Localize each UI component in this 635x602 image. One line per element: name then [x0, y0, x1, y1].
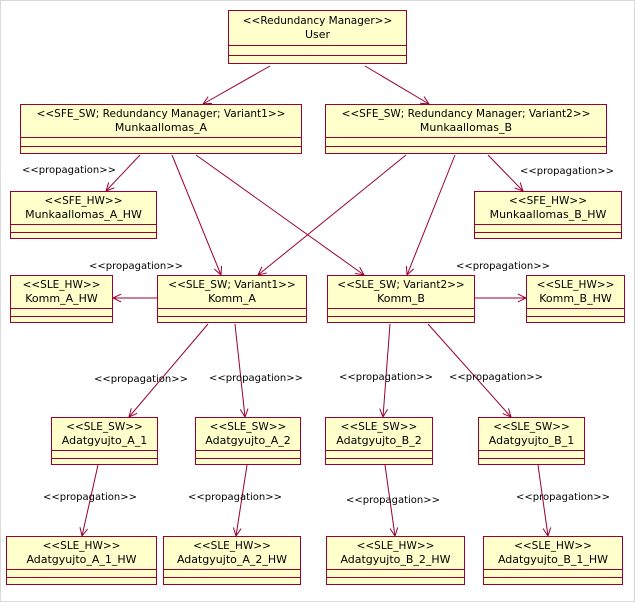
class-komm-a-hw[interactable]: <<SLE_HW>> Komm_A_HW [10, 275, 113, 323]
stereotype-label: <<SLE_HW>> [356, 540, 435, 552]
class-name: Adatgyujto_B_2 [336, 434, 422, 447]
class-user[interactable]: <<Redundancy Manager>> User [228, 10, 407, 64]
class-name: Adatgyujto_A_2_HW [176, 553, 288, 566]
class-name: User [304, 28, 331, 41]
edges-layer [79, 65, 552, 538]
stereotype-label: <<SLE_HW>> [536, 279, 615, 291]
dependency-arrow-komm-a-to-adat-a2 [234, 323, 249, 419]
class-komm-a[interactable]: <<SLE_SW; Variant1>> Komm_A [157, 275, 307, 323]
stereotype-label: <<SFE_HW>> [508, 195, 588, 207]
class-adatgyujto-b-1[interactable]: <<SLE_SW>> Adatgyujto_B_1 [478, 417, 585, 465]
class-name: Komm_B [377, 292, 425, 305]
class-komm-b[interactable]: <<SLE_SW; Variant2>> Komm_B [327, 275, 475, 323]
stereotype-label: <<SFE_SW; Redundancy Manager; Variant2>> [341, 108, 591, 120]
stereotype-label: <<SLE_HW>> [193, 540, 271, 552]
class-name: Adatgyujto_A_1 [61, 434, 148, 447]
stereotype-label: <<Redundancy Manager>> [242, 15, 393, 27]
dependency-arrow-komm-b-to-komm-b-hw [475, 293, 528, 303]
class-adatgyujto-b-2-hw[interactable]: <<SLE_HW>> Adatgyujto_B_2_HW [326, 536, 465, 585]
stereotype-label: <<SLE_HW>> [42, 540, 121, 552]
dependency-arrow-komm-a-to-adat-a1 [128, 323, 209, 418]
class-adatgyujto-a-2[interactable]: <<SLE_SW>> Adatgyujto_A_2 [195, 417, 301, 465]
propagation-label-adat-a2-hw: <<propagation>> [188, 492, 282, 503]
stereotype-label: <<SLE_SW; Variant1>> [168, 279, 296, 291]
class-name: Adatgyujto_B_1 [488, 434, 575, 447]
class-munkaallomas-b[interactable]: <<SFE_SW; Redundancy Manager; Variant2>>… [325, 104, 607, 154]
dependency-arrow-munk-b-to-munk-b-hw [487, 154, 524, 192]
stereotype-label: <<SLE_SW; Variant2>> [337, 279, 465, 291]
stereotype-label: <<SFE_SW; Redundancy Manager; Variant1>> [36, 108, 286, 120]
dependency-arrow-user-to-munk-b [364, 65, 430, 105]
stereotype-label: <<SLE_HW>> [22, 279, 101, 291]
dependency-arrow-munk-a-to-komm-a [171, 154, 223, 277]
propagation-label-adat-b2: <<propagation>> [339, 372, 433, 383]
class-name: Komm_A [208, 292, 256, 305]
stereotype-label: <<SLE_SW>> [66, 421, 143, 433]
dependency-arrow-munk-b-to-komm-b [405, 154, 456, 277]
class-name: Munkaallomas_B_HW [489, 208, 607, 221]
dependency-arrow-komm-b-to-adat-b1 [427, 323, 512, 418]
propagation-label-adat-b1-hw: <<propagation>> [516, 492, 610, 503]
stereotype-label: <<SLE_SW>> [493, 421, 570, 433]
propagation-label-adat-a1: <<propagation>> [94, 374, 188, 385]
class-munkaallomas-a-hw[interactable]: <<SFE_HW>> Munkaallomas_A_HW [10, 191, 157, 239]
class-adatgyujto-b-2[interactable]: <<SLE_SW>> Adatgyujto_B_2 [325, 417, 433, 465]
class-name: Munkaallomas_A_HW [25, 208, 142, 221]
stereotype-label: <<SLE_SW>> [340, 421, 418, 433]
class-name: Adatgyujto_A_1_HW [26, 553, 137, 566]
class-name: Munkaallomas_A [114, 121, 208, 134]
class-munkaallomas-a[interactable]: <<SFE_SW; Redundancy Manager; Variant1>>… [20, 104, 302, 154]
propagation-label-komm-a-hw: <<propagation>> [89, 261, 183, 272]
dependency-arrow-user-to-munk-a [201, 65, 271, 105]
stereotype-label: <<SLE_HW>> [514, 540, 592, 552]
class-name: Adatgyujto_A_2 [205, 434, 291, 447]
propagation-label-munk-a-hw: <<propagation>> [22, 165, 116, 176]
class-adatgyujto-b-1-hw[interactable]: <<SLE_HW>> Adatgyujto_B_1_HW [483, 536, 623, 585]
class-munkaallomas-b-hw[interactable]: <<SFE_HW>> Munkaallomas_B_HW [474, 191, 622, 239]
propagation-label-adat-b1: <<propagation>> [449, 372, 543, 383]
propagation-label-komm-b-hw: <<propagation>> [456, 261, 550, 272]
class-adatgyujto-a-2-hw[interactable]: <<SLE_HW>> Adatgyujto_A_2_HW [163, 536, 301, 585]
class-adatgyujto-a-1-hw[interactable]: <<SLE_HW>> Adatgyujto_A_1_HW [6, 536, 157, 585]
propagation-label-munk-b-hw: <<propagation>> [520, 166, 614, 177]
class-name: Adatgyujto_B_2_HW [340, 553, 451, 566]
dependency-arrow-komm-a-to-komm-a-hw [111, 293, 157, 303]
propagation-label-adat-a1-hw: <<propagation>> [43, 492, 137, 503]
class-adatgyujto-a-1[interactable]: <<SLE_SW>> Adatgyujto_A_1 [51, 417, 158, 465]
class-name: Komm_B_HW [539, 292, 612, 305]
class-komm-b-hw[interactable]: <<SLE_HW>> Komm_B_HW [526, 275, 625, 323]
stereotype-label: <<SLE_SW>> [209, 421, 287, 433]
class-name: Adatgyujto_B_1_HW [497, 553, 609, 566]
propagation-label-adat-a2: <<propagation>> [209, 373, 303, 384]
class-name: Komm_A_HW [25, 292, 98, 305]
propagation-label-adat-b2-hw: <<propagation>> [346, 495, 440, 506]
class-name: Munkaallomas_B [419, 121, 513, 134]
dependency-arrow-komm-b-to-adat-b2 [379, 323, 391, 419]
stereotype-label: <<SFE_HW>> [44, 195, 123, 207]
